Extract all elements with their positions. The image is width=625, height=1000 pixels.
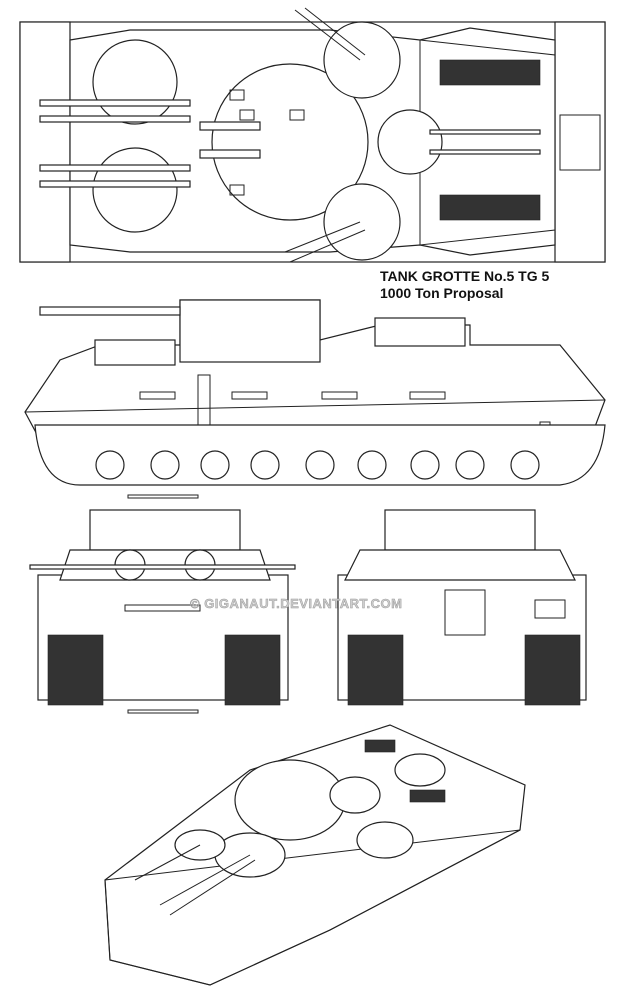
top-view xyxy=(19,7,606,263)
title-line-2: 1000 Ton Proposal xyxy=(380,285,504,301)
engine-grilles xyxy=(439,59,541,221)
title-line-1: TANK GROTTE No.5 TG 5 xyxy=(380,268,550,284)
side-view xyxy=(24,299,606,486)
gun-barrels xyxy=(39,7,541,263)
drawing-title: TANK GROTTE No.5 TG 5 1000 Ton Proposal xyxy=(380,268,549,302)
front-view xyxy=(29,494,296,714)
isometric-view xyxy=(104,724,526,986)
watermark: © GIGANAUT.DEVIANTART.COM xyxy=(190,596,403,612)
road-wheels xyxy=(95,450,540,480)
rear-view xyxy=(337,509,587,706)
